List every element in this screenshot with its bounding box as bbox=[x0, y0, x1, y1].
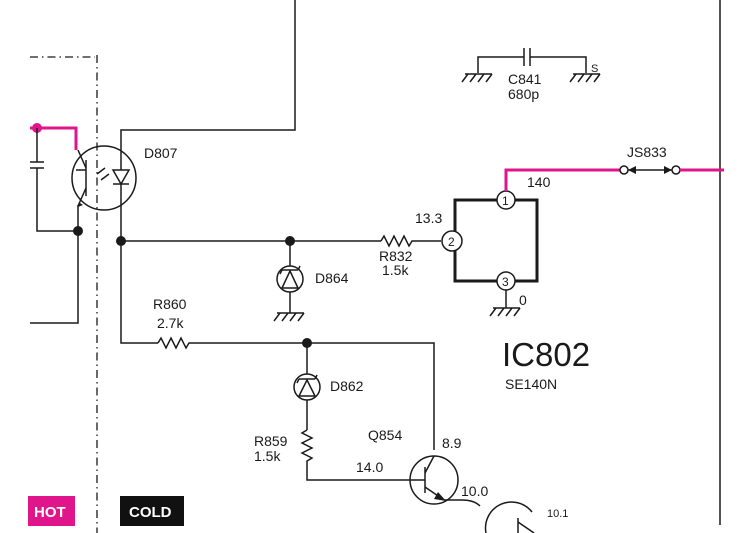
ic802-ground bbox=[489, 290, 521, 317]
hot-badge-label: HOT bbox=[34, 504, 66, 521]
capacitor-c841 bbox=[461, 48, 601, 83]
q854-label: Q854 bbox=[368, 427, 402, 443]
r859-ref-label: R859 bbox=[254, 433, 288, 449]
pin1-hot-trace bbox=[504, 168, 620, 191]
d807-top-wire bbox=[120, 0, 296, 148]
transistor-q854 bbox=[409, 455, 459, 505]
cold-badge-label: COLD bbox=[129, 504, 172, 521]
jumper-js833 bbox=[619, 165, 681, 175]
q854-collector-voltage: 8.9 bbox=[442, 435, 462, 451]
hot-side-return-wire bbox=[30, 205, 79, 324]
resistor-r859 bbox=[300, 429, 409, 481]
photocoupler-d807 bbox=[71, 145, 137, 211]
pin2-voltage-label: 13.3 bbox=[415, 210, 442, 226]
pin3-voltage-label: 0 bbox=[519, 292, 527, 308]
c841-suffix-label: S bbox=[591, 63, 598, 75]
ic802-pin-2: 2 bbox=[441, 230, 463, 252]
lower-transistor-partial bbox=[484, 501, 535, 533]
ground-symbol-c841-left bbox=[461, 73, 493, 83]
ic802-pin-2-number: 2 bbox=[448, 235, 455, 249]
zener-diode-d862 bbox=[293, 343, 321, 430]
q854-base-voltage: 14.0 bbox=[356, 459, 383, 475]
emitter-wire bbox=[444, 499, 481, 507]
js833-label: JS833 bbox=[627, 144, 667, 160]
hot-badge: HOT bbox=[28, 496, 75, 526]
q854-emitter-voltage: 10.0 bbox=[461, 483, 488, 499]
c841-ref-label: C841 bbox=[508, 71, 542, 87]
isolation-boundary bbox=[30, 55, 98, 533]
hot-side-capacitor bbox=[30, 128, 78, 232]
junction-dot bbox=[73, 226, 83, 236]
d807-label: D807 bbox=[144, 145, 178, 161]
ground-symbol-c841-right bbox=[569, 73, 601, 83]
ic802-body bbox=[453, 198, 539, 283]
ic802-pin-3-number: 3 bbox=[502, 275, 509, 289]
r832-ref-label: R832 bbox=[379, 248, 413, 264]
ic802-pin-1: 1 bbox=[496, 190, 516, 210]
pin1-voltage-label: 140 bbox=[527, 174, 551, 190]
zener-diode-d864 bbox=[273, 241, 305, 322]
r860-value-label: 2.7k bbox=[157, 315, 184, 331]
c841-value-label: 680p bbox=[508, 86, 539, 102]
ic802-pin-1-number: 1 bbox=[502, 194, 509, 208]
r860-ref-label: R860 bbox=[153, 296, 187, 312]
resistor-r832 bbox=[380, 234, 441, 248]
r832-value-label: 1.5k bbox=[382, 262, 409, 278]
lower-transistor-voltage: 10.1 bbox=[547, 508, 568, 520]
ground-symbol-d864 bbox=[273, 312, 305, 322]
ic-part-label: SE140N bbox=[505, 376, 557, 392]
d864-label: D864 bbox=[315, 270, 349, 286]
ic-ref-label: IC802 bbox=[502, 336, 590, 373]
cold-badge: COLD bbox=[120, 496, 184, 526]
ic802-pin-3: 3 bbox=[496, 271, 516, 291]
r859-value-label: 1.5k bbox=[254, 448, 281, 464]
d807-cathode-wire bbox=[120, 210, 158, 344]
d862-label: D862 bbox=[330, 378, 364, 394]
